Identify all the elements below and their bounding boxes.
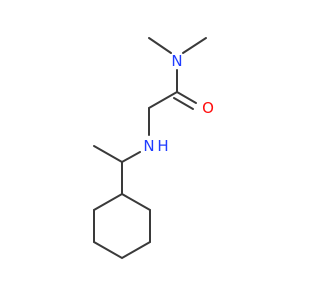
cyclohexane-ring <box>93 192 151 260</box>
bond-carbonyl-double-a <box>176 91 197 104</box>
bond-n-methyl-right <box>182 37 207 54</box>
bond-nh-ch <box>121 151 141 163</box>
bond-carbonyl-double-b <box>173 97 194 110</box>
atom-n-amide: N <box>171 52 182 70</box>
bond-n-methyl-left <box>148 37 172 54</box>
bond-carbonyl-ch2 <box>148 91 178 109</box>
atom-o-carbonyl: O <box>202 99 214 117</box>
atom-n-amine-hydrogen: H <box>157 137 168 155</box>
structural-formula: N O N H <box>93 37 214 260</box>
atom-n-amine: N <box>143 137 154 155</box>
bond-ch-methyl <box>93 145 123 163</box>
